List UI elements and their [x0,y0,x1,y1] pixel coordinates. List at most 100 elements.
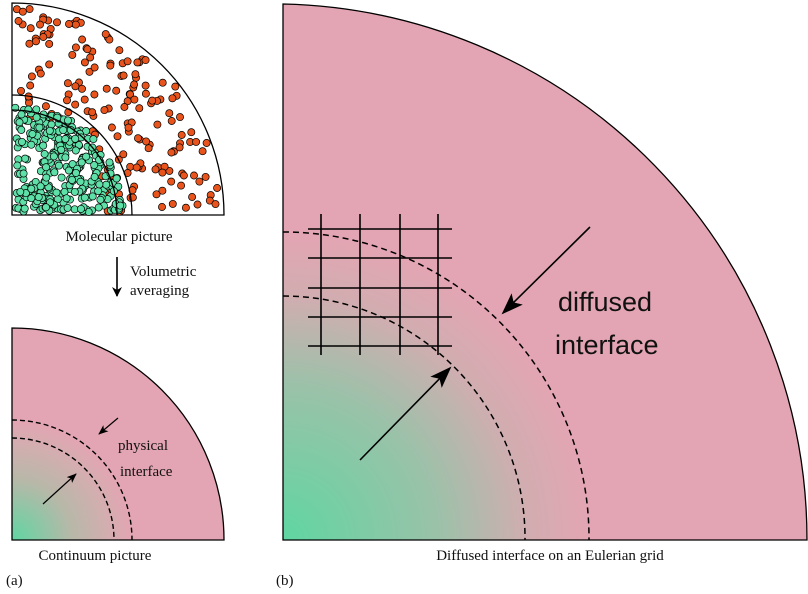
outer-molecule [25,39,34,48]
inner-molecule [42,163,51,172]
outer-molecule [198,147,207,156]
inner-molecule [32,113,41,122]
inner-molecule [62,194,71,203]
inner-molecule [13,161,22,170]
outer-molecule [188,193,197,201]
panel-a-label: (a) [6,573,23,589]
inner-molecule [82,152,91,161]
averaging-label-line1: Volumetric [130,264,197,280]
outer-molecule [151,165,160,174]
outer-molecule [167,177,176,186]
eulerian-grid [308,214,452,355]
outer-molecule [53,18,61,27]
outer-molecule [100,106,109,115]
outer-molecule [130,80,139,89]
outer-molecule [158,78,167,87]
inner-molecule [27,194,36,203]
inner-molecule [88,192,97,201]
outer-molecule [45,39,54,48]
outer-molecule [211,200,220,209]
outer-molecule [26,81,35,90]
outer-molecule [168,199,177,208]
inner-molecule [36,182,45,191]
inner-molecule [90,172,99,181]
inner-molecule [27,140,36,149]
outer-molecule [26,24,35,33]
outer-molecule [80,58,89,67]
outer-molecule [141,81,150,90]
inner-molecule [112,174,121,183]
outer-molecule [177,131,186,139]
physical-interface-label-line1: physical [118,438,168,454]
outer-molecule [134,134,142,143]
diffused-interface-caption: Diffused interface on an Eulerian grid [436,548,664,564]
outer-molecule [175,143,184,152]
outer-molecule [171,82,180,91]
molecular-interface-arc-inner [11,109,118,216]
outer-molecule [158,168,167,177]
inner-molecule [68,175,76,184]
inner-molecule [95,180,104,189]
outer-molecule [213,184,222,192]
outer-molecule [158,203,166,211]
continuum-panel: physical interface Continuum picture (a) [6,327,225,589]
inner-molecule [71,134,80,143]
continuum-picture-caption: Continuum picture [39,548,152,564]
outer-molecule [88,108,97,117]
outer-molecule [141,56,150,65]
outer-molecule [193,200,202,209]
outer-molecule [190,171,198,180]
outer-molecule [201,172,210,181]
outer-molecule [63,96,71,105]
inner-molecule [40,150,49,158]
outer-molecule [135,104,144,113]
outer-molecule [141,89,150,98]
outer-molecule [165,109,174,118]
continuum-interface-outer-dashed [11,419,133,541]
inner-molecule [17,125,26,134]
outer-molecule [85,67,94,76]
outer-molecule [39,33,48,41]
diffused-interface-label-line2: interface [555,330,659,360]
continuum-outward-arrow [42,473,77,505]
inner-molecule [57,145,66,154]
outer-molecule [14,17,23,25]
outer-molecule [181,203,190,212]
inner-molecule [15,118,24,127]
outer-molecule [113,132,122,141]
inner-molecule [59,126,68,135]
inner-molecule [42,173,51,182]
inner-molecule [80,193,89,202]
outer-molecule [179,171,188,180]
diffused-interface-inner-dashed [282,295,526,541]
outer-molecule [167,148,176,157]
outer-molecule [124,123,133,132]
outer-molecule [90,90,99,99]
outer-molecule [68,50,77,59]
inner-molecule [70,187,79,196]
diffused-interface-outer-dashed [282,231,590,541]
outer-molecule [132,163,141,172]
outer-molecule [101,30,110,39]
diffused-outward-arrow [359,366,452,461]
continuum-quarter-disc [11,327,225,541]
inner-molecule [18,137,26,146]
outer-molecule [71,100,80,109]
continuum-interface-inner-dashed [11,437,115,541]
outer-molecule [41,102,50,111]
outer-molecule [130,95,139,104]
inner-molecule [42,203,50,212]
outer-molecule [148,96,157,105]
inner-molecule [45,126,54,135]
outer-molecule [18,7,27,16]
inner-molecule [55,161,63,170]
inner-molecule [89,135,98,144]
inner-molecule [63,203,72,212]
outer-molecule [115,46,124,55]
outer-molecule [78,35,87,44]
outer-molecules [12,5,222,216]
outer-molecule [144,144,153,153]
inner-molecule [61,153,70,162]
outer-molecule [107,123,116,132]
